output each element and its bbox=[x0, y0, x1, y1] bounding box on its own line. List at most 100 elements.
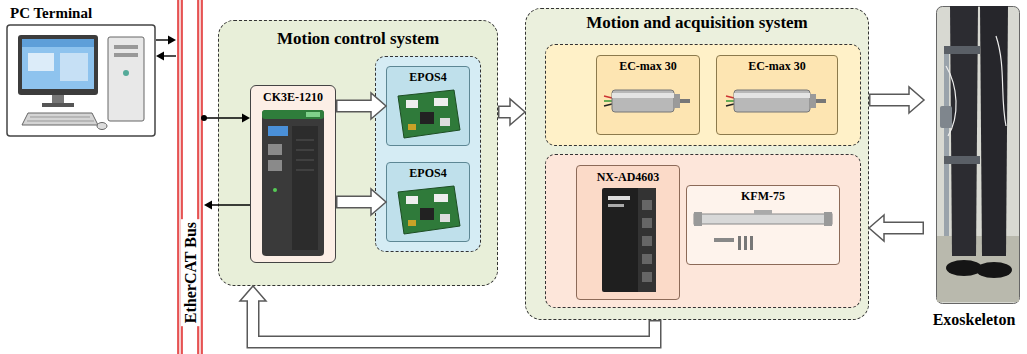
drawing-part bbox=[944, 46, 980, 54]
drawing-part bbox=[22, 39, 94, 47]
bus-link-arrow bbox=[156, 36, 176, 45]
drawing-part bbox=[296, 140, 314, 141]
drawing-part bbox=[114, 53, 138, 57]
block-arrow bbox=[336, 93, 386, 119]
motor-box: EC-max 30 bbox=[596, 55, 700, 135]
device-label: EPOS4 bbox=[409, 70, 446, 84]
connector-part bbox=[156, 39, 169, 40]
block-arrow bbox=[498, 99, 525, 125]
drawing-part bbox=[980, 6, 1008, 256]
drawing-part bbox=[28, 53, 54, 71]
drawing-part bbox=[824, 212, 832, 226]
drawing-part bbox=[22, 113, 98, 125]
bus-link-arrow bbox=[156, 52, 176, 61]
drawing-part bbox=[604, 96, 612, 98]
drawing-part bbox=[440, 214, 450, 222]
node-title: PC Terminal bbox=[10, 4, 92, 22]
bus-link-arrow bbox=[204, 201, 250, 210]
drawing-part bbox=[714, 238, 734, 242]
terminal-node: PC Terminal bbox=[6, 3, 156, 137]
node-title: Motion control system bbox=[277, 29, 439, 49]
drawing-part bbox=[726, 104, 734, 106]
system-group: Motion and acquisition system EC-max 30 … bbox=[525, 8, 869, 320]
controller-illustration bbox=[262, 110, 324, 256]
drawing-part bbox=[273, 188, 277, 192]
drawing-part bbox=[18, 35, 98, 95]
device-label: EPOS4 bbox=[409, 166, 446, 180]
drawing-part bbox=[612, 93, 674, 98]
device-label: EC-max 30 bbox=[748, 59, 806, 73]
drawing-part bbox=[292, 126, 318, 250]
connector-part bbox=[253, 298, 655, 342]
drawing-part bbox=[976, 262, 1012, 278]
drawing-part bbox=[937, 7, 1020, 304]
node-title: Motion and acquisition system bbox=[586, 13, 808, 33]
drawing-part bbox=[262, 110, 324, 119]
drawing-part bbox=[123, 70, 129, 76]
connector-part bbox=[156, 52, 164, 61]
connector-part bbox=[201, 115, 207, 121]
system-group: Motion control system CK3E-1210 EPOS4 EP… bbox=[218, 20, 498, 286]
drawing-part bbox=[108, 37, 144, 121]
drawing-part bbox=[642, 236, 652, 246]
drawing-part bbox=[816, 99, 826, 103]
drawing-part bbox=[608, 196, 630, 200]
drawing-part bbox=[262, 110, 324, 256]
sensor-illustration bbox=[694, 210, 832, 258]
drawing-part bbox=[408, 220, 416, 226]
drawing-part bbox=[27, 121, 94, 122]
drawing-part bbox=[674, 94, 680, 108]
drawing-part bbox=[604, 100, 612, 102]
drawing-part bbox=[750, 236, 753, 250]
drawing-part bbox=[950, 6, 978, 256]
drawing-part bbox=[420, 208, 434, 220]
drawing-part bbox=[440, 118, 450, 126]
drawing-part bbox=[408, 124, 416, 130]
connector-part bbox=[338, 197, 375, 207]
drawing-part bbox=[7, 25, 155, 136]
drawing-part bbox=[642, 200, 652, 210]
bus-label: EtherCAT Bus bbox=[181, 218, 200, 325]
driver-board bbox=[394, 88, 462, 140]
drawing-part bbox=[306, 112, 320, 117]
sensor-box: KFM-75 bbox=[686, 185, 840, 265]
motor-box: EC-max 30 bbox=[716, 55, 838, 135]
drawing-part bbox=[608, 204, 624, 207]
drawing-part bbox=[744, 236, 747, 250]
drawing-part bbox=[642, 254, 652, 264]
drawing-part bbox=[726, 100, 734, 102]
drawing-part bbox=[30, 117, 90, 118]
drawing-part bbox=[60, 53, 88, 81]
driver-box: EPOS4 bbox=[386, 66, 470, 146]
bus-band: EtherCAT Bus bbox=[176, 0, 204, 354]
block-arrow bbox=[869, 87, 924, 113]
drawing-part bbox=[296, 170, 314, 171]
module-box: NX-AD4603 bbox=[576, 165, 680, 300]
drawing-part bbox=[944, 46, 949, 236]
drawing-part bbox=[694, 212, 702, 226]
drawing-part bbox=[420, 112, 434, 124]
drawing-part bbox=[754, 210, 772, 214]
connector-part bbox=[204, 201, 212, 210]
drawing-part bbox=[398, 186, 460, 234]
drawing-part bbox=[734, 90, 810, 112]
controller-box: CK3E-1210 bbox=[250, 85, 336, 263]
drawing-part bbox=[604, 104, 612, 106]
drawing-part bbox=[810, 94, 816, 108]
drawing-part bbox=[638, 188, 656, 292]
block-arrow bbox=[336, 189, 386, 215]
connector-part bbox=[881, 223, 923, 233]
motor-illustration bbox=[726, 80, 830, 124]
drawing-part bbox=[937, 236, 1019, 302]
drawing-part bbox=[434, 194, 448, 202]
drawing-part bbox=[734, 93, 810, 98]
drawing-part bbox=[398, 90, 460, 138]
drawing-part bbox=[726, 96, 734, 98]
driver-board bbox=[394, 184, 462, 236]
connector-part bbox=[253, 301, 655, 342]
drawing-part bbox=[738, 236, 741, 250]
device-label: CK3E-1210 bbox=[263, 90, 323, 104]
exoskeleton-photo bbox=[936, 6, 1020, 304]
device-label: NX-AD4603 bbox=[597, 170, 660, 184]
